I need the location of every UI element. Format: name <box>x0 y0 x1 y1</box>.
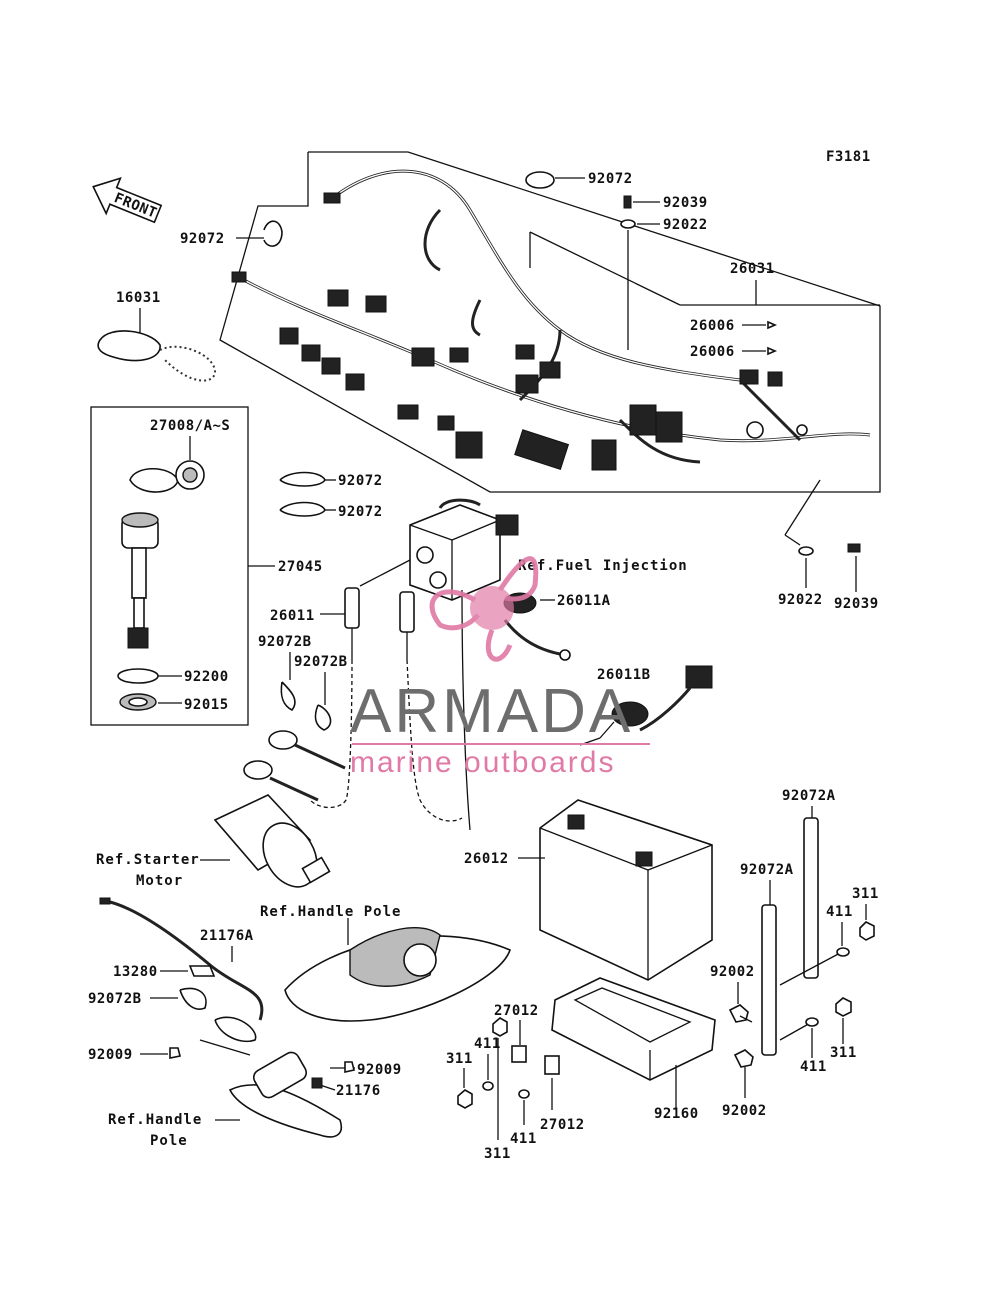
watermark-subtitle: marine outboards <box>350 746 615 779</box>
callout-26031: 26031 <box>730 261 775 305</box>
handle-pole: Ref.Handle Pole <box>260 904 511 1022</box>
armada-watermark: ARMADA marine outboards <box>350 556 650 779</box>
part-label-26012: 26012 <box>464 851 509 867</box>
callout-26006-b: 26006 <box>690 344 778 360</box>
part-label-92009-b: 92009 <box>357 1062 402 1078</box>
part-label-92072B-b: 92072B <box>294 654 348 670</box>
callout-92039-top: 92039 <box>623 195 708 211</box>
part-label-26011: 26011 <box>270 608 315 624</box>
part-label-92002-b: 92002 <box>722 1103 767 1119</box>
part-label-92072-d: 92072 <box>338 504 383 520</box>
clamps-92072-center: 92072 92072 <box>279 471 383 520</box>
battery-cables: 26011 26011A <box>270 587 611 831</box>
ref-handle-pole-line1: Ref.Handle <box>108 1112 202 1128</box>
ref-starter-line2: Motor <box>136 873 183 889</box>
part-label-26011A: 26011A <box>557 593 611 609</box>
part-label-27008: 27008/A~S <box>150 418 230 434</box>
handle-pole-lower: 92009 21176 Ref.Handle Pole <box>108 1051 402 1149</box>
callout-92072-left: 92072 <box>180 220 283 247</box>
part-label-21176A: 21176A <box>200 928 254 944</box>
part-label-26006-a: 26006 <box>690 318 735 334</box>
ref-handle-pole-top: Ref.Handle Pole <box>260 904 401 920</box>
part-label-92160: 92160 <box>654 1106 699 1122</box>
part-label-311-a: 311 <box>852 886 879 902</box>
part-label-92009-a: 92009 <box>88 1047 133 1063</box>
callout-26006-a: 26006 <box>690 318 778 334</box>
wire-harness-frame <box>219 151 881 493</box>
lanyard-16031: 16031 <box>97 290 217 382</box>
main-wire-harness <box>231 169 871 471</box>
battery-tray-92160: 92160 <box>551 977 716 1122</box>
part-label-92002-a: 92002 <box>710 964 755 980</box>
figure-code: F3181 <box>826 149 871 165</box>
part-label-21176: 21176 <box>336 1083 381 1099</box>
callout-92022-top: 92022 <box>620 217 708 350</box>
part-label-92072A-a: 92072A <box>782 788 836 804</box>
ref-fuel-injection: Ref.Fuel Injection <box>518 558 688 574</box>
part-label-92200: 92200 <box>184 669 229 685</box>
part-label-26006-b: 26006 <box>690 344 735 360</box>
part-label-92022-right: 92022 <box>778 592 823 608</box>
clamps-92072B: 92072B 92072B <box>258 634 348 731</box>
propeller-logo-icon <box>429 556 539 662</box>
callout-92072-top: 92072 <box>525 171 633 189</box>
ignition-switch-group: 27008/A~S 27045 92200 92015 <box>90 406 323 726</box>
part-label-92039-top: 92039 <box>663 195 708 211</box>
part-label-92072B-c: 92072B <box>88 991 142 1007</box>
starter-cable <box>243 730 346 802</box>
cable-26011B: 26011B <box>579 665 713 746</box>
ref-handle-pole-line2: Pole <box>150 1133 188 1149</box>
part-label-26011B: 26011B <box>597 667 651 683</box>
part-label-411-b: 411 <box>474 1036 501 1052</box>
part-label-92015: 92015 <box>184 697 229 713</box>
part-label-16031: 16031 <box>116 290 161 306</box>
part-label-411-c: 411 <box>510 1131 537 1147</box>
part-label-92039-right: 92039 <box>834 596 879 612</box>
part-label-13280: 13280 <box>113 964 158 980</box>
starter-motor: Ref.Starter Motor <box>96 794 331 889</box>
part-label-411-d: 411 <box>800 1059 827 1075</box>
sensor-21176A: 21176A 13280 92072B 92009 <box>88 897 264 1063</box>
part-label-92072-top: 92072 <box>588 171 633 187</box>
battery-26012: 26012 <box>464 799 713 981</box>
front-arrow-icon: FRONT <box>92 176 163 224</box>
part-label-311-b: 311 <box>446 1051 473 1067</box>
fasteners-right: 311 411 92002 411 311 92002 <box>710 886 879 1119</box>
callout-92022-92039-right: 92022 92039 <box>778 479 879 612</box>
part-label-92072-c: 92072 <box>338 473 383 489</box>
part-label-92072-left: 92072 <box>180 231 225 247</box>
part-label-92072B-a: 92072B <box>258 634 312 650</box>
watermark-title: ARMADA <box>350 677 633 746</box>
fasteners-center: 27012 27012 311 411 311 411 <box>446 1003 585 1162</box>
part-label-311-c: 311 <box>484 1146 511 1162</box>
part-label-92022-top: 92022 <box>663 217 708 233</box>
part-label-311-d: 311 <box>830 1045 857 1061</box>
relay-box: Ref.Fuel Injection <box>359 498 688 601</box>
part-label-92072A-b: 92072A <box>740 862 794 878</box>
battery-straps: 92072A 92072A <box>740 788 843 1056</box>
part-label-26031: 26031 <box>730 261 775 277</box>
part-label-27045: 27045 <box>278 559 323 575</box>
part-label-27012-b: 27012 <box>540 1117 585 1133</box>
ref-starter-line1: Ref.Starter <box>96 852 200 868</box>
part-label-411-a: 411 <box>826 904 853 920</box>
part-label-27012-a: 27012 <box>494 1003 539 1019</box>
